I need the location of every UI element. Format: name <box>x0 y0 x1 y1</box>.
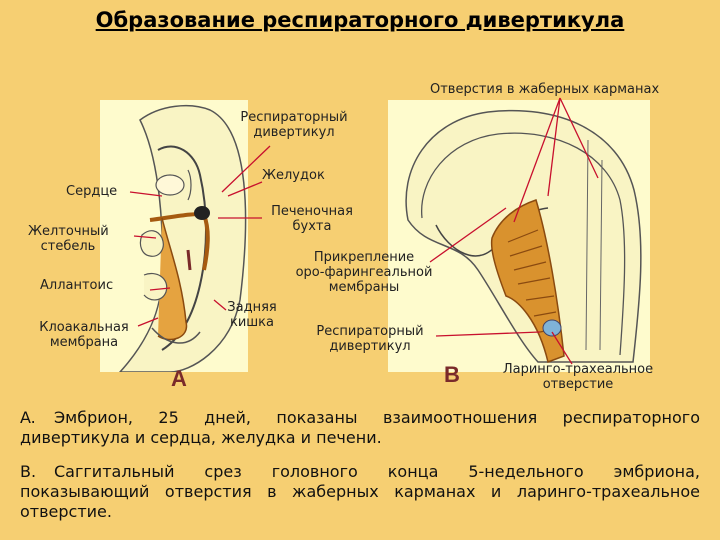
label-attachment-line1: Прикрепление <box>313 250 415 265</box>
panel-b-letter: B <box>444 362 460 387</box>
pointer-attachment <box>429 207 507 263</box>
label-gill-openings: Отверстия в жаберных карманах <box>430 82 660 97</box>
label-hindgut: Задняя кишка <box>220 300 284 330</box>
pointer-hindgut <box>213 299 227 311</box>
label-yolk-stalk-line1: Желточный <box>28 224 109 239</box>
label-stomach: Желудок <box>262 168 325 183</box>
pointer-allantois <box>149 287 171 291</box>
pointer-heart <box>129 191 163 197</box>
label-hepatic-bay-line2: бухта <box>292 219 332 234</box>
pointer-cloacal <box>137 317 159 327</box>
sagittal-section-drawing <box>405 109 642 364</box>
sagittal-section-figure <box>388 100 650 372</box>
label-respiratory-diverticulum-a: Респираторный дивертикул <box>238 110 350 140</box>
caption-a: A.Эмбрион, 25 дней, показаны взаимоотнош… <box>20 408 700 448</box>
pointer-stomach <box>227 181 263 197</box>
pointer-laryngo <box>551 331 573 365</box>
label-yolk-stalk-line2: стебель <box>40 239 96 254</box>
panel-a-letter: A <box>171 366 187 391</box>
label-laryngotracheal-opening: Ларинго-трахеальное отверстие <box>488 362 668 392</box>
pointer-gill-3 <box>559 97 599 179</box>
label-attachment-line3: мембраны <box>328 280 400 295</box>
label-respiratory-diverticulum-b-line1: Респираторный <box>316 324 424 339</box>
label-hepatic-bay: Печеночная бухта <box>264 204 360 234</box>
label-hepatic-bay-line1: Печеночная <box>271 204 353 219</box>
label-allantois: Аллантоис <box>40 278 114 293</box>
embryo-25-day-drawing <box>118 104 247 372</box>
embryo-25-day-figure <box>100 100 248 372</box>
caption-a-mark: A. <box>20 408 36 427</box>
pointer-yolk <box>133 235 157 239</box>
caption-b: B.Саггитальный срез головного конца 5-не… <box>20 462 700 522</box>
page-title: Образование респираторного дивертикула <box>95 8 625 32</box>
label-cloacal-line1: Клоакальная <box>39 320 129 335</box>
label-respiratory-diverticulum-b: Респираторный дивертикул <box>304 324 436 354</box>
label-attachment-line2: оро-фарингеальной <box>295 265 433 280</box>
caption-b-text: Саггитальный срез головного конца 5-неде… <box>20 462 700 521</box>
caption-a-text: Эмбрион, 25 дней, показаны взаимоотношен… <box>20 408 700 447</box>
label-hindgut-line2: кишка <box>229 315 274 330</box>
pointer-resp-div-b <box>435 331 541 337</box>
label-laryngo-line1: Ларинго-трахеальное <box>502 362 654 377</box>
pointer-gill-1 <box>513 97 561 223</box>
label-heart: Сердце <box>66 184 118 199</box>
label-yolk-stalk: Желточный стебель <box>28 224 109 254</box>
label-laryngo-line2: отверстие <box>542 377 614 392</box>
pointer-resp-div-a <box>221 145 271 193</box>
label-hindgut-line1: Задняя <box>227 300 277 315</box>
label-respiratory-diverticulum-a-line2: дивертикул <box>253 125 335 140</box>
label-oropharyngeal-attachment: Прикрепление оро-фарингеальной мембраны <box>284 250 444 295</box>
pointer-gill-2 <box>547 97 561 197</box>
caption-b-mark: B. <box>20 462 37 481</box>
label-cloacal-line2: мембрана <box>49 335 119 350</box>
label-respiratory-diverticulum-b-line2: дивертикул <box>329 339 411 354</box>
label-cloacal-membrane: Клоакальная мембрана <box>30 320 138 350</box>
label-respiratory-diverticulum-a-line1: Респираторный <box>240 110 348 125</box>
